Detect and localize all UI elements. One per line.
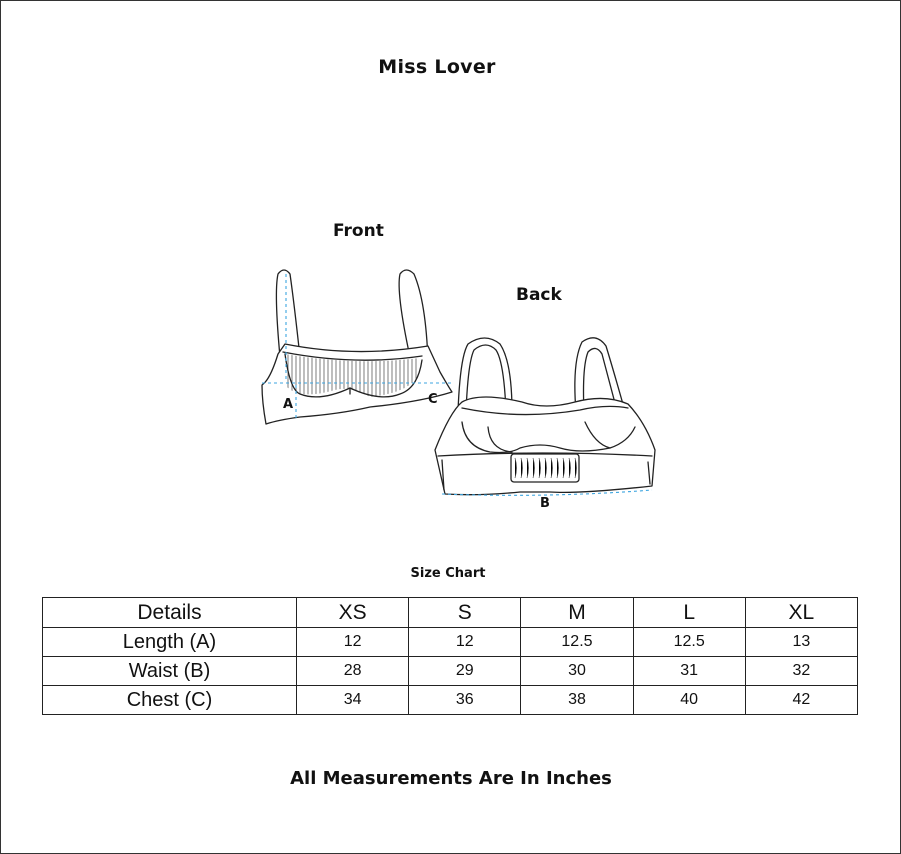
- table-cell: 36: [408, 685, 522, 715]
- elastic-band: [510, 453, 580, 483]
- table-cell: 12.5: [632, 627, 746, 658]
- table-cell: 12: [295, 627, 410, 658]
- table-cell: 34: [295, 685, 410, 715]
- row-label-waist: Waist (B): [42, 656, 297, 687]
- marker-c: C: [428, 392, 438, 407]
- marker-b: B: [540, 496, 550, 511]
- back-view-label: Back: [516, 285, 562, 305]
- table-cell: 28: [295, 656, 410, 687]
- front-left-strap: [275, 269, 301, 358]
- table-cell: 29: [408, 656, 522, 687]
- bra-diagram: .o { fill: none; stroke: #222; stroke-wi…: [261, 269, 656, 511]
- table-cell: 40: [632, 685, 746, 715]
- table-header-row: Details XS S M L XL: [42, 596, 859, 629]
- table-cell: 38: [520, 685, 634, 715]
- row-label-length: Length (A): [42, 627, 297, 658]
- brand-title: Miss Lover: [378, 56, 496, 78]
- front-right-strap: [398, 269, 429, 363]
- table-row: Waist (B) 28 29 30 31 32: [42, 656, 859, 687]
- size-chart-title: Size Chart: [410, 566, 486, 581]
- front-view-label: Front: [333, 221, 384, 241]
- table-row: Chest (C) 34 36 38 40 42: [42, 685, 859, 715]
- header-s: S: [408, 596, 522, 629]
- table-cell: 31: [632, 656, 746, 687]
- table-row: Length (A) 12 12 12.5 12.5 13: [42, 627, 859, 658]
- table-cell: 32: [744, 656, 859, 687]
- garment-illustration: .o { fill: none; stroke: #222; stroke-wi…: [250, 262, 690, 512]
- table-cell: 12: [408, 627, 522, 658]
- header-xs: XS: [295, 596, 410, 629]
- size-chart-table: Details XS S M L XL Length (A) 12 12 12.…: [42, 596, 859, 715]
- table-cell: 30: [520, 656, 634, 687]
- table-cell: 13: [744, 627, 859, 658]
- header-l: L: [632, 596, 746, 629]
- row-label-chest: Chest (C): [42, 685, 297, 715]
- header-details: Details: [42, 596, 297, 629]
- marker-a: A: [283, 397, 293, 412]
- back-bra: [434, 337, 656, 496]
- table-cell: 12.5: [520, 627, 634, 658]
- measurement-note: All Measurements Are In Inches: [290, 768, 612, 789]
- header-m: M: [520, 596, 634, 629]
- front-band: [261, 343, 453, 425]
- front-bra: [261, 269, 453, 425]
- back-right-strap: [574, 337, 629, 423]
- header-xl: XL: [744, 596, 859, 629]
- table-cell: 42: [744, 685, 859, 715]
- back-left-strap: [457, 337, 513, 413]
- waist-measure-line: [441, 489, 653, 496]
